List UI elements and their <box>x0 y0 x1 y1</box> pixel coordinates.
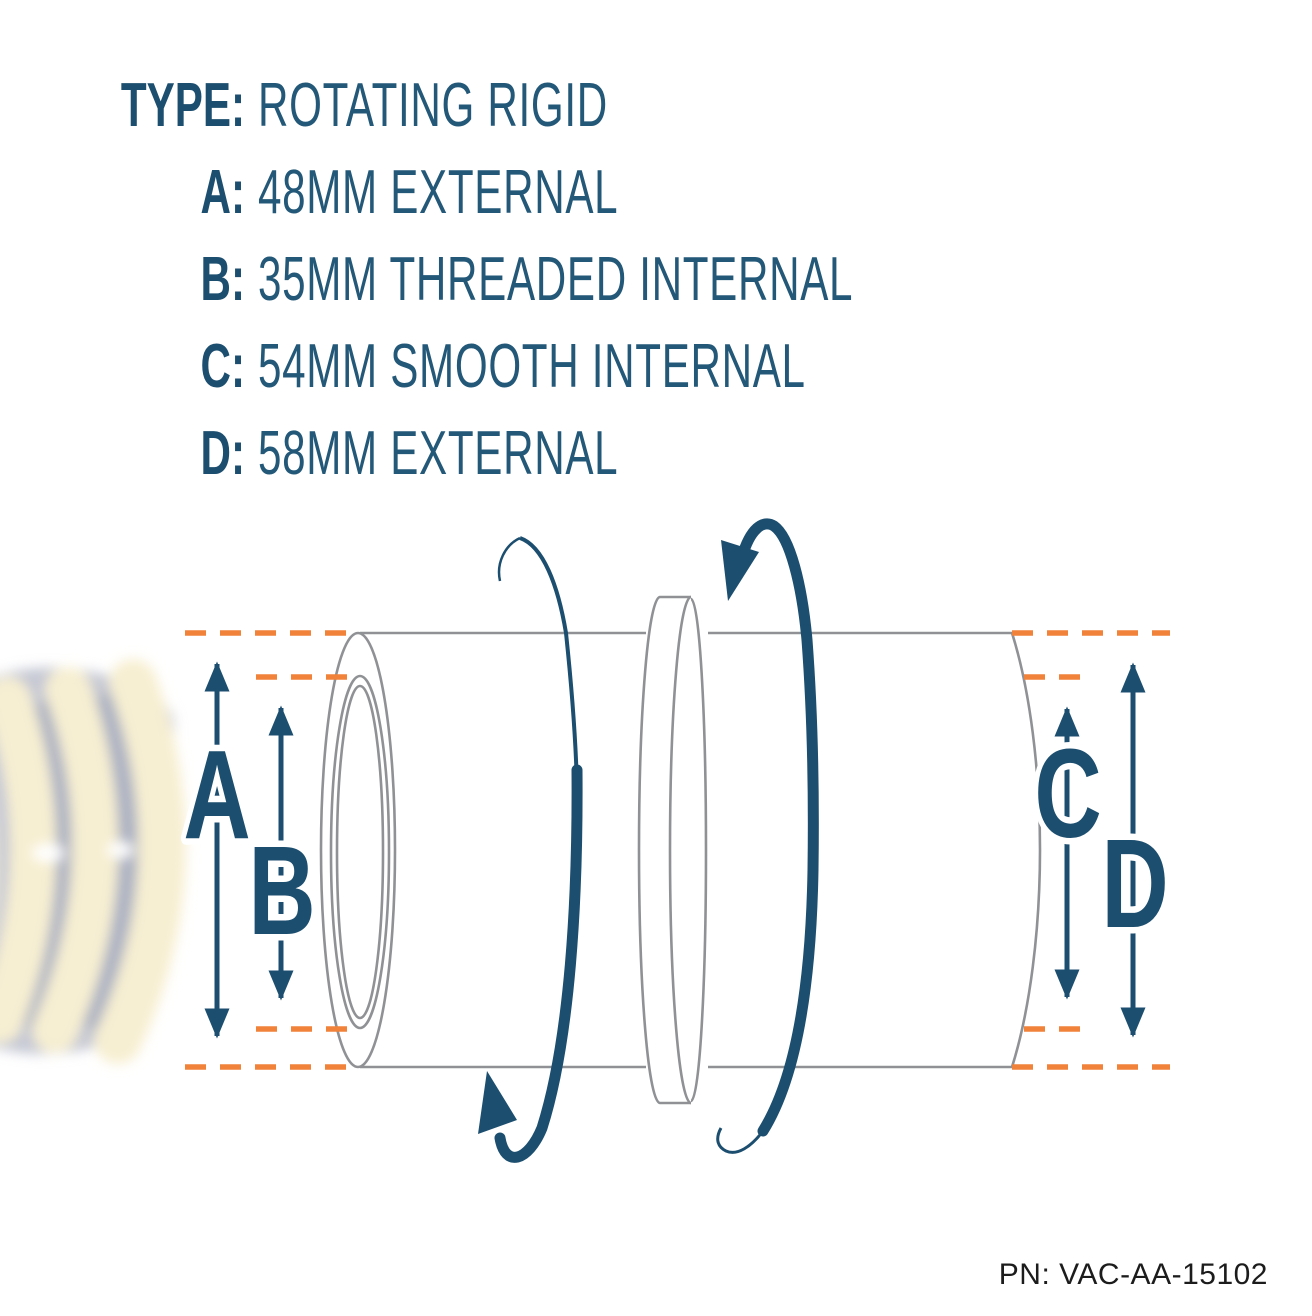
dim-letter-d: D <box>1101 814 1168 954</box>
dimension-arrows <box>204 661 1146 1039</box>
rotation-arrowhead-left <box>478 1071 517 1134</box>
rotation-arrowhead-right <box>721 540 759 601</box>
spec-a-value: 48MM EXTERNAL <box>258 158 619 227</box>
spec-d-label: D: <box>200 419 245 488</box>
adapter-outline <box>319 595 1042 1105</box>
collar-ring <box>637 595 708 1105</box>
part-number: PN: VAC-AA-15102 <box>998 1258 1268 1291</box>
spec-d-value: 58MM EXTERNAL <box>258 419 619 488</box>
spec-line-b: B: 35MM THREADED INTERNAL <box>0 248 900 335</box>
dim-letter-b: B <box>248 821 315 961</box>
spec-type-label: TYPE: <box>120 71 245 140</box>
spec-list: TYPE: ROTATING RIGID A: 48MM EXTERNAL B:… <box>0 74 900 509</box>
bore-inner-ellipse <box>335 684 385 1020</box>
rotation-arrow-right <box>716 518 819 1154</box>
rotation-arrows <box>478 518 819 1163</box>
spec-line-c: C: 54MM SMOOTH INTERNAL <box>0 335 900 422</box>
dim-letter-c: C <box>1034 724 1101 864</box>
pipe-left-end-ellipse <box>319 631 397 1069</box>
rotation-arrow-left <box>478 536 583 1163</box>
dimension-letters: A B C D <box>178 719 1175 967</box>
spec-line-d: D: 58MM EXTERNAL <box>0 422 900 509</box>
spec-line-a: A: 48MM EXTERNAL <box>0 161 900 248</box>
spec-c-value: 54MM SMOOTH INTERNAL <box>258 332 806 401</box>
spec-b-label: B: <box>200 245 245 314</box>
spec-c-label: C: <box>200 332 245 401</box>
spec-b-value: 35MM THREADED INTERNAL <box>258 245 854 314</box>
spec-type-value: ROTATING RIGID <box>258 71 608 140</box>
spec-a-label: A: <box>200 158 245 227</box>
spec-line-type: TYPE: ROTATING RIGID <box>0 74 900 161</box>
pipe-right-end-arc <box>1010 632 1042 1068</box>
dim-letter-a: A <box>183 725 250 865</box>
hose-photo-fragment <box>0 659 187 1064</box>
dimension-extent-dashes <box>185 630 1170 1070</box>
bore-outer-ellipse <box>329 674 391 1030</box>
